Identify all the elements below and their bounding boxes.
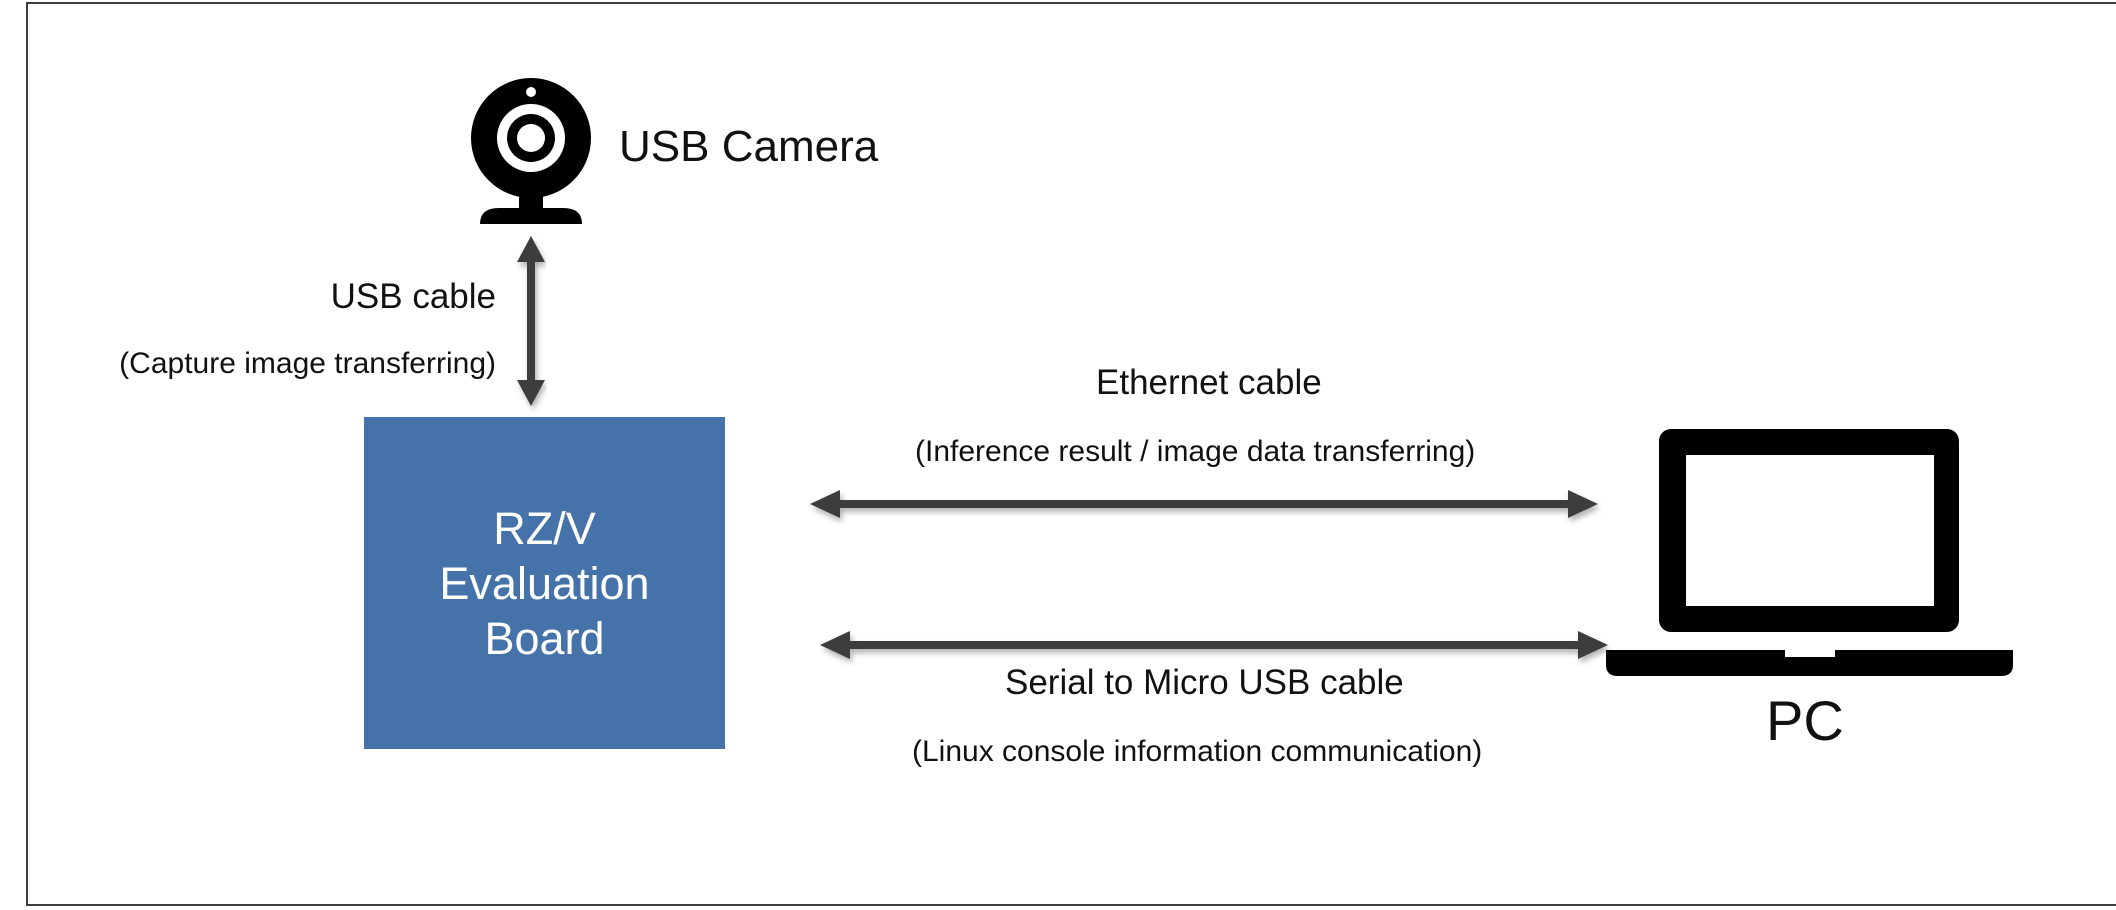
- usb-cable-arrow: [517, 236, 545, 406]
- serial-cable-label: Serial to Micro USB cable: [1005, 663, 1404, 702]
- board-label-line-2: Evaluation: [439, 557, 650, 609]
- pc-label: PC: [1766, 689, 1844, 752]
- board-label-line-1: RZ/V: [493, 502, 596, 554]
- camera-label: USB Camera: [619, 122, 879, 171]
- board-label-line-3: Board: [484, 612, 605, 664]
- usb-cable-label: USB cable: [330, 277, 496, 316]
- webcam-icon: [471, 78, 591, 224]
- laptop-icon: [1606, 429, 2013, 676]
- usb-cable-caption: (Capture image transferring): [119, 347, 496, 380]
- rzv-evaluation-board: RZ/V Evaluation Board: [364, 417, 725, 749]
- ethernet-cable-arrow: [810, 490, 1598, 518]
- ethernet-cable-label: Ethernet cable: [1096, 363, 1322, 402]
- serial-cable-caption: (Linux console information communication…: [912, 735, 1483, 768]
- serial-cable-arrow: [820, 631, 1608, 659]
- ethernet-cable-caption: (Inference result / image data transferr…: [915, 435, 1476, 468]
